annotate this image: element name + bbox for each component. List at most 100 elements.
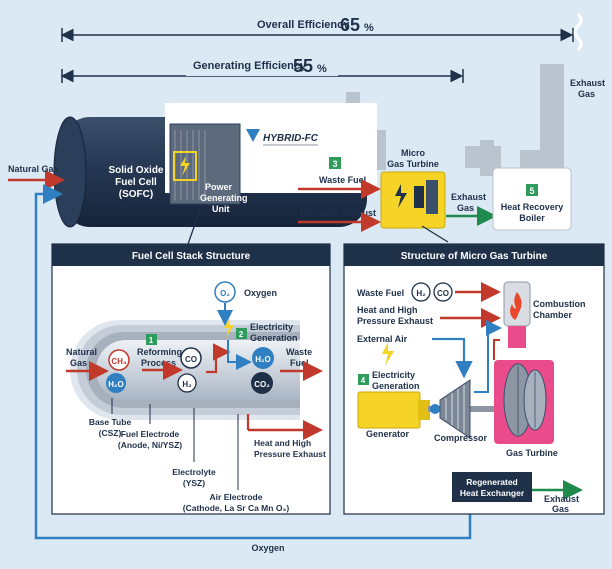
rp-waste-fuel-label: Waste Fuel	[357, 288, 404, 298]
compressor-label: Compressor	[434, 433, 488, 443]
sofc-label-2: Fuel Cell	[115, 177, 157, 188]
reaction-arrow	[206, 343, 231, 374]
step-3-badge	[329, 157, 341, 169]
external-air-label: External Air	[357, 334, 408, 344]
rp-h2-molecule	[411, 282, 431, 302]
reforming-label-1: Reforming	[137, 347, 182, 357]
lightning-icon	[224, 318, 234, 338]
rp-elec-gen-label-1: Electricity	[372, 370, 415, 380]
generator	[357, 391, 430, 429]
natural-gas-label: Natural Gas	[8, 164, 59, 174]
heat-exhaust-inner-label-2: Pressure Exhaust	[254, 449, 326, 459]
step-1-badge	[146, 334, 157, 345]
heat-exhaust-label-2: Pressure Exhaust	[300, 208, 376, 218]
combustion-chamber	[503, 281, 531, 348]
co-label: CO	[185, 355, 197, 364]
compressor	[430, 379, 471, 439]
fuel-electrode-label-2: (Anode, Ni/YSZ)	[118, 440, 182, 450]
base-tube-label-2: (CSZ)	[99, 428, 122, 438]
air-electrode-label-1: Air Electrode	[210, 492, 263, 502]
waste-fuel-inner-label-2: Fuel	[290, 358, 309, 368]
h2-molecule	[177, 373, 197, 393]
h2o-molecule-right	[252, 347, 274, 369]
h2o-label-left: H₂O	[108, 380, 124, 389]
step-5-number: 5	[529, 186, 534, 196]
step-2-number: 2	[239, 330, 244, 339]
lightning-icon	[382, 342, 394, 366]
power-unit-label-2: Generating	[200, 193, 248, 203]
zoom-connector-line	[421, 225, 449, 243]
rp-h2-label: H₂	[416, 289, 426, 298]
logo-text: HYBRID-FC	[263, 133, 319, 144]
oxygen-label: Oxygen	[244, 288, 277, 298]
overall-efficiency-value: 65	[340, 15, 360, 35]
h2o-label-right: H₂O	[255, 355, 271, 364]
h2o-molecule-left	[106, 373, 126, 393]
stack-exhaust-label-2: Gas	[578, 89, 595, 99]
waste-fuel-label: Waste Fuel	[319, 175, 366, 185]
compressed-air-arrow	[474, 320, 502, 393]
h2-label: H₂	[182, 380, 192, 389]
heat-exhaust-inner-label-1: Heat and High	[254, 438, 311, 448]
gas-turbine-label: Gas Turbine	[506, 448, 558, 458]
co2-label: CO₂	[254, 380, 270, 389]
electrolyte-label-1: Electrolyte	[172, 467, 216, 477]
exhaust-gas-label-2: Gas	[457, 203, 474, 213]
electrolyte-label-2: (YSZ)	[183, 478, 205, 488]
waste-fuel-inner-label-1: Waste	[286, 347, 312, 357]
lightning-icon	[180, 156, 190, 176]
rp-exhaust-label-1: Exhaust	[544, 494, 579, 504]
rp-co-molecule	[433, 282, 453, 302]
reforming-label-2: Process	[141, 358, 176, 368]
regen-label-2: Heat Exchanger	[460, 488, 525, 498]
exhaust-gas-label-1: Exhaust	[451, 192, 486, 202]
step-3-number: 3	[332, 159, 337, 169]
elec-gen-label-2: Generation	[250, 333, 298, 343]
rp-elec-gen-label-2: Generation	[372, 381, 420, 391]
combustion-label-1: Combustion	[533, 299, 586, 309]
base-tube-label-1: Base Tube	[89, 417, 132, 427]
step-5-badge	[526, 184, 538, 196]
micro-gt-label-1: Micro	[401, 148, 426, 158]
heat-exhaust-label-1: Heat and High	[300, 197, 361, 207]
oxygen-molecule	[214, 281, 236, 303]
air-intake-icon	[430, 404, 440, 414]
zoom-connector-line	[187, 209, 201, 245]
ch4-label: CH₄	[111, 357, 127, 366]
power-generating-unit: Power Generating Unit	[169, 123, 248, 214]
regen-label-1: Regenerated	[466, 477, 518, 487]
micro-gt-label-2: Gas Turbine	[387, 159, 439, 169]
sofc-label-1: Solid Oxide	[108, 165, 163, 176]
heat-recovery-boiler: 5 Heat Recovery Boiler	[492, 167, 572, 231]
external-air-arrow	[432, 337, 473, 379]
pipework	[346, 64, 564, 176]
flame-icon	[510, 292, 522, 320]
generating-efficiency-bar: Generating Efficiency 55 %	[60, 52, 464, 83]
overall-efficiency-bar: Overall Efficiency 65 %	[60, 10, 574, 42]
combustion-label-2: Chamber	[533, 310, 573, 320]
overall-efficiency-unit: %	[364, 22, 374, 34]
fuel-electrode-label-1: Fuel Electrode	[121, 429, 180, 439]
generating-efficiency-label: Generating Efficiency	[193, 60, 307, 72]
ch4-molecule	[108, 349, 130, 371]
co-molecule	[180, 347, 202, 369]
hybrid-fc-logo: HYBRID-FC	[246, 129, 319, 146]
micro-gas-turbine-panel: Structure of Micro Gas Turbine	[343, 243, 605, 515]
co2-molecule	[251, 372, 273, 394]
sofc-label-3: (SOFC)	[119, 189, 153, 200]
rp-heat-exhaust-label-1: Heat and High	[357, 305, 418, 315]
logo-mark-icon	[246, 129, 260, 142]
fuel-cell-tube	[70, 320, 300, 420]
step-4-badge	[358, 374, 369, 385]
overall-efficiency-label: Overall Efficiency	[257, 19, 350, 31]
rp-co-label: CO	[437, 289, 449, 298]
regenerated-heat-exchanger: Regenerated Heat Exchanger	[452, 472, 532, 502]
generating-efficiency-value: 55	[293, 56, 313, 76]
oxygen-symbol: O₂	[220, 289, 230, 298]
layer-leader-lines	[111, 398, 239, 490]
hrb-label-1: Heat Recovery	[501, 202, 564, 212]
turbine-shaft	[428, 406, 528, 412]
exhaust-plume	[573, 12, 583, 52]
